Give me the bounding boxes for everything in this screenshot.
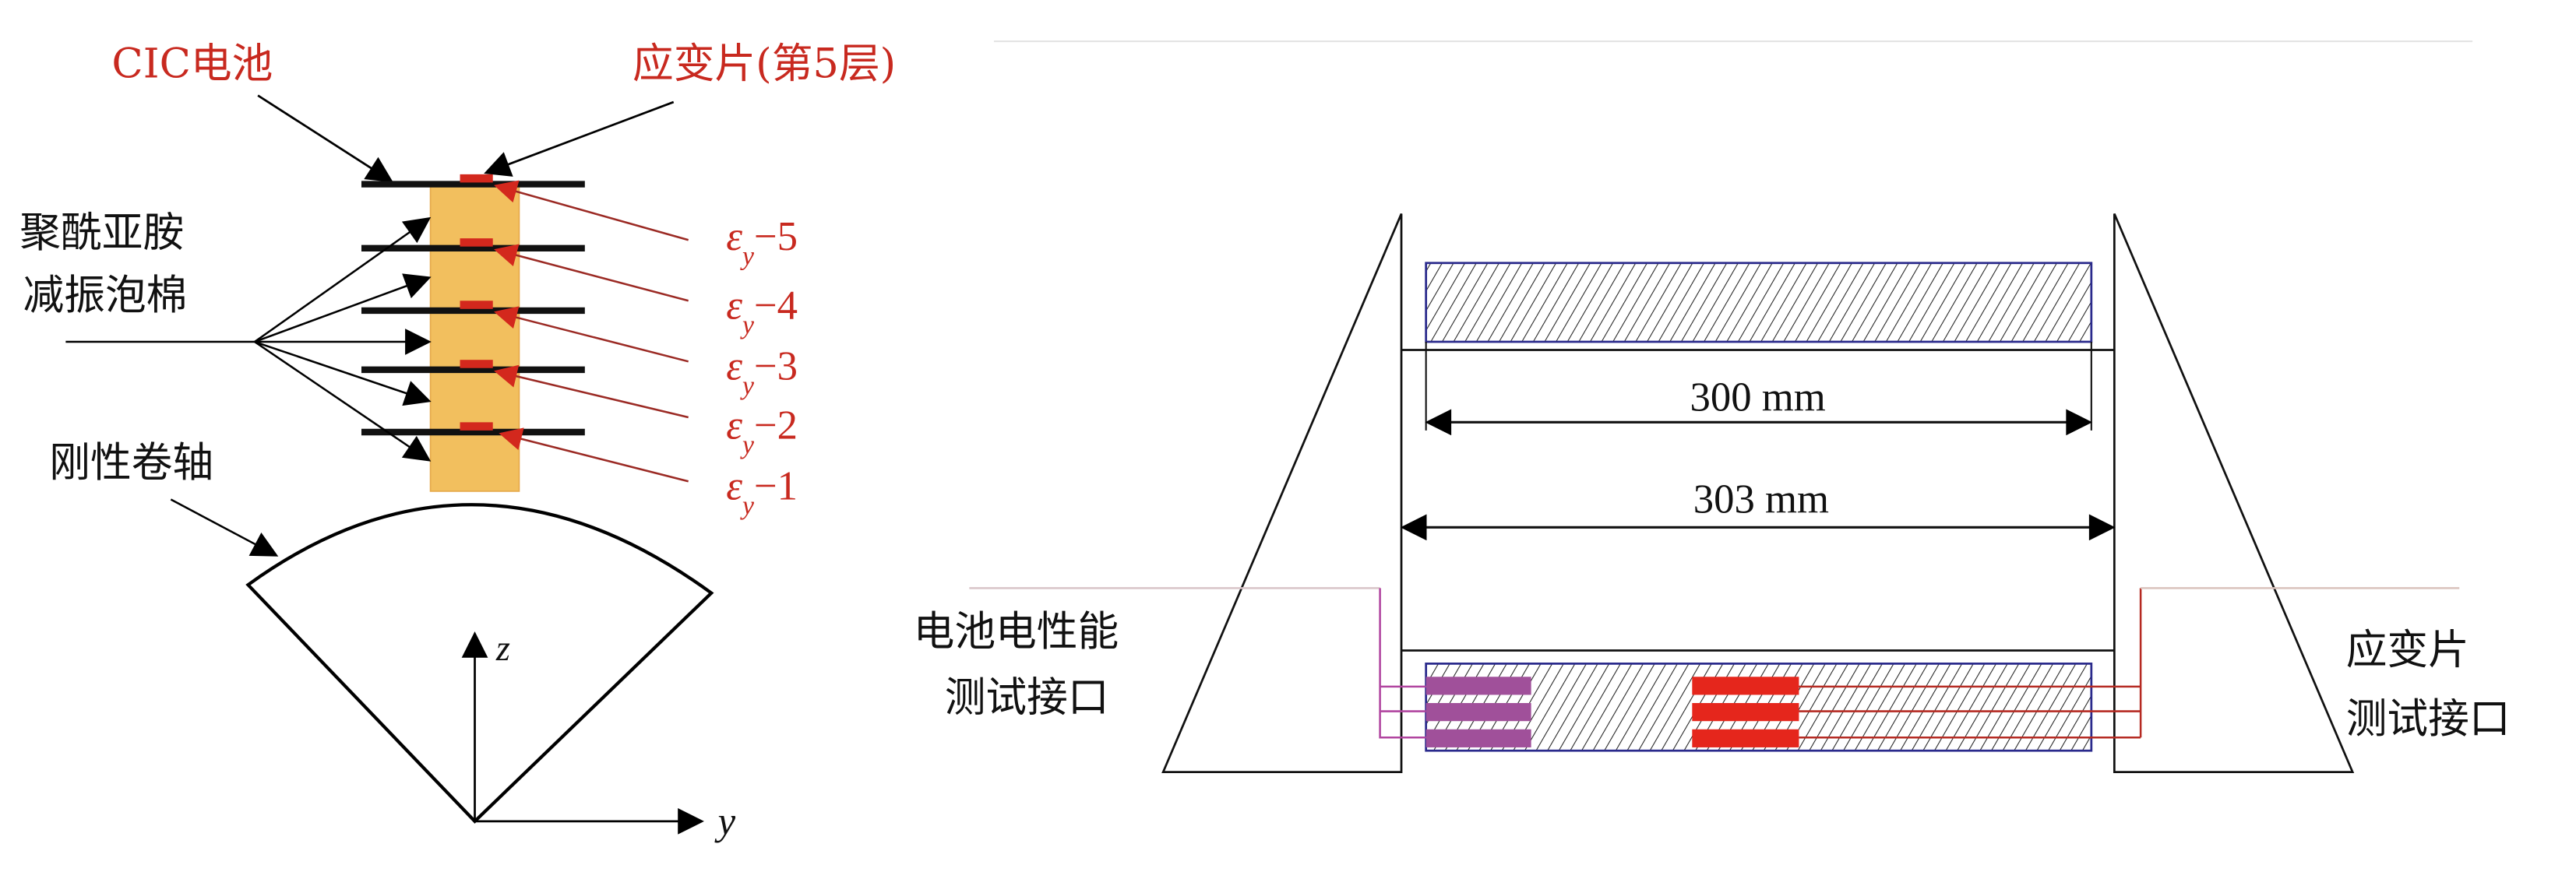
strain-test-wires [1799,587,2460,739]
foam-pointer-arrow [254,216,432,343]
strain-gauge-pad [460,238,493,247]
foam-pointer-arrows [65,216,432,462]
battery-wire [1379,588,1426,739]
strain-gauge-label: 应变片(第5层) [633,40,896,87]
strain-gauge-pad [1692,729,1799,747]
strain-leader [499,427,689,483]
strain-gauge-pads [460,174,493,431]
strain-leader-lines [494,180,689,483]
strain-labels: εy−5 εy−4 εy−3 εy−2 εy−1 [726,214,798,521]
strain-interface-label-line1: 应变片 [2346,626,2469,673]
strain-gauge-pointer-arrow [484,100,675,177]
strain-gauge-pads-top-view [1692,677,1799,747]
dimension-303-label: 303 mm [1693,476,1829,522]
cross-section-figure: CIC电池 应变片(第5层) εy−5 εy−4 [19,40,896,842]
battery-pads [1425,677,1531,747]
battery-interface-label-line2: 测试接口 [945,674,1109,722]
strain-gauge-pad [460,174,493,183]
left-flange [1161,213,1403,773]
strain-gauge-pad [460,422,493,431]
strain-leader [494,364,689,419]
rigid-reel-sector [245,503,714,824]
top-cell-hatched [1425,262,2093,343]
battery-pad [1425,729,1531,747]
strain-leader [494,180,689,241]
strain-label-1: εy−1 [726,463,798,520]
strain-gauge-pad [1692,677,1799,695]
foam-label-line1: 聚酰亚胺 [19,209,184,257]
foam-pointer-arrow [254,273,432,343]
reel-label: 刚性卷轴 [49,439,213,487]
y-axis-label: y [714,800,736,843]
cic-battery-label: CIC电池 [111,40,273,87]
strain-label-5: εy−5 [726,214,798,271]
strain-label-3: εy−3 [726,344,798,401]
reel-pointer-arrow [170,498,279,557]
strain-gauge-pad [460,301,493,309]
cic-pointer-arrow [257,94,393,183]
top-view-figure: 300 mm 303 mm 电池电性能 测试接口 [914,40,2511,773]
battery-interface-label-line1: 电池电性能 [914,608,1119,656]
strain-interface-label-line2: 测试接口 [2346,695,2511,743]
battery-pad [1425,703,1531,722]
strain-leader [494,306,689,363]
foam-column [429,185,520,492]
battery-test-wires [969,587,1426,739]
dimension-300-label: 300 mm [1690,375,1826,420]
foam-pointer-arrow [254,340,432,406]
strain-label-2: εy−2 [726,403,798,459]
foam-pointer-arrow [254,340,432,462]
strain-label-4: εy−4 [726,283,798,339]
strain-gauge-pad [460,360,493,368]
strain-leader [494,244,689,302]
battery-layers [361,181,585,436]
battery-pad [1425,677,1531,695]
strain-gauge-pad [1692,703,1799,722]
foam-label-line2: 减振泡棉 [23,272,188,319]
right-flange [2113,213,2355,773]
z-axis-label: z [495,629,510,669]
